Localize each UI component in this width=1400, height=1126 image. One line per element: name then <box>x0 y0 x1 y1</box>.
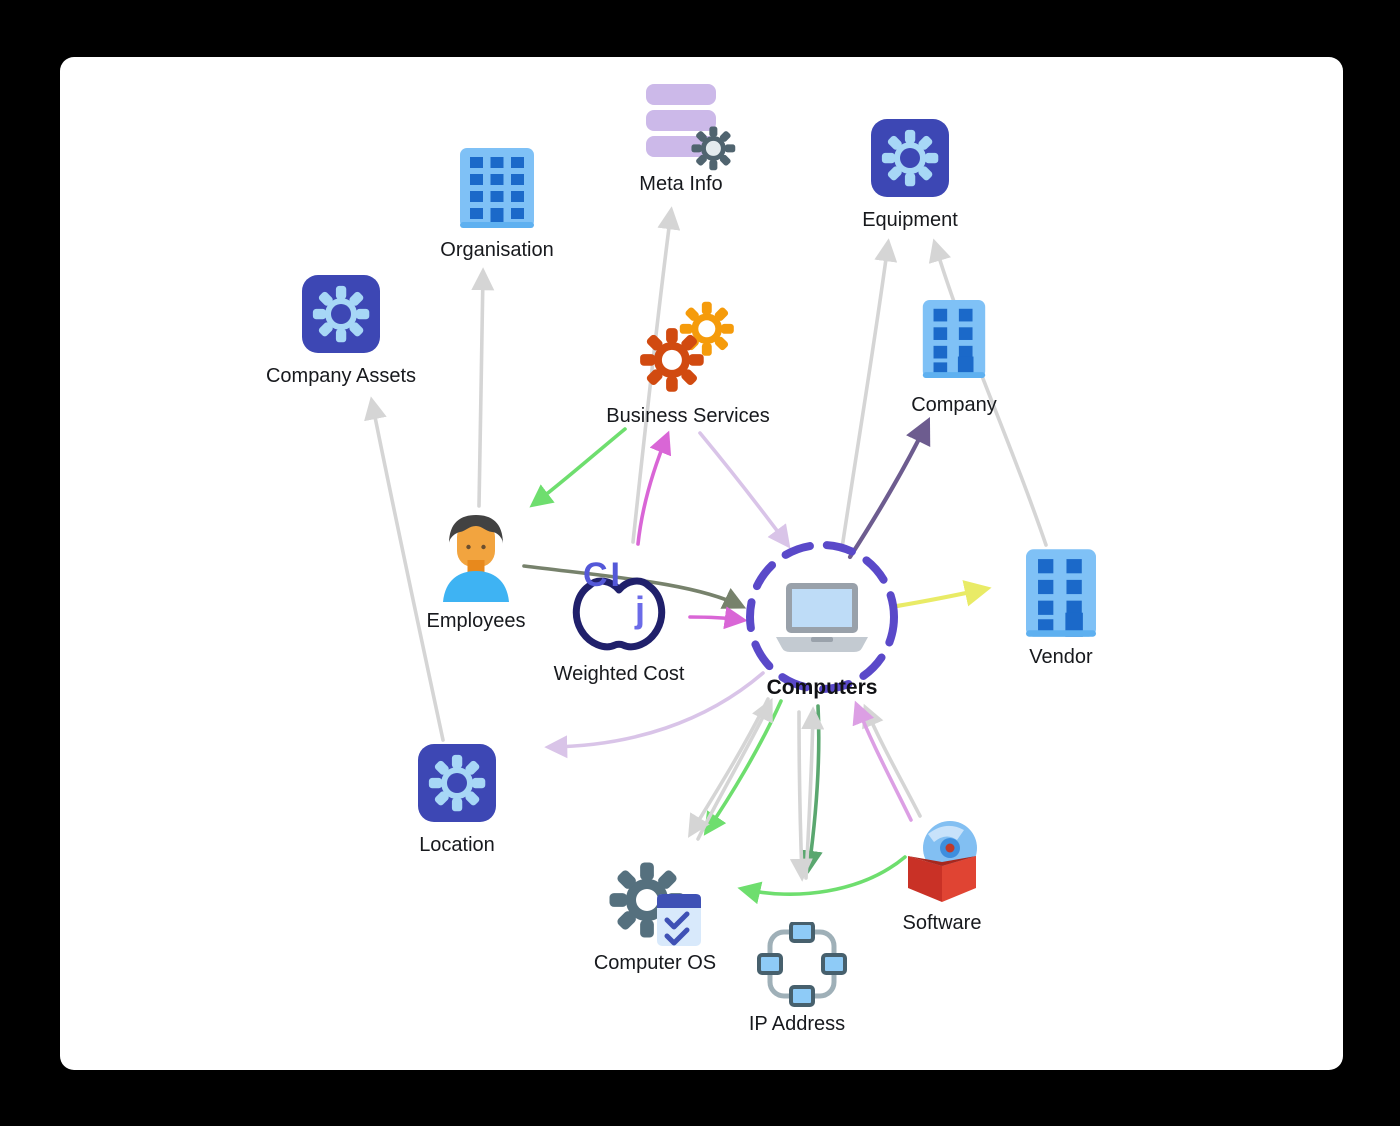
person-icon <box>443 515 509 602</box>
node-label: Employees <box>426 610 526 632</box>
double-gear-icon <box>640 301 734 392</box>
node-label: Meta Info <box>639 173 723 195</box>
gear-tile-icon <box>418 744 496 822</box>
software-box-disc-icon <box>908 821 977 902</box>
node-label: Weighted Cost <box>553 663 685 685</box>
node-weighted-cost[interactable]: CI j Weighted Cost <box>554 548 685 685</box>
node-computer-os[interactable]: Computer OS <box>594 858 716 974</box>
apple-ci-icon: CI j <box>572 556 666 651</box>
building-icon <box>1026 549 1096 637</box>
node-ip-address[interactable]: IP Address <box>749 921 848 1035</box>
building-icon <box>460 148 534 228</box>
node-label: Company <box>911 394 997 416</box>
j-letter: j <box>634 589 645 630</box>
node-label: Vendor <box>1029 646 1093 668</box>
node-organisation[interactable]: Organisation <box>440 148 554 261</box>
building-icon <box>922 300 986 378</box>
node-business-services[interactable]: Business Services <box>606 300 770 427</box>
laptop-icon <box>746 541 898 693</box>
network-nodes-icon <box>757 921 847 1007</box>
node-meta-info[interactable]: Meta Info <box>639 82 737 195</box>
node-company-assets[interactable]: Company Assets <box>266 275 416 387</box>
node-label: Software <box>902 912 982 934</box>
node-label: Computers <box>766 676 878 699</box>
node-label: Computer OS <box>593 952 717 974</box>
node-location[interactable]: Location <box>418 744 496 856</box>
node-label: Business Services <box>606 405 770 427</box>
node-label: Equipment <box>862 209 958 231</box>
node-computers[interactable]: Computers <box>737 532 907 707</box>
node-label: Company Assets <box>265 365 417 387</box>
node-vendor[interactable]: Vendor <box>1026 549 1096 668</box>
gear-tile-icon <box>871 119 949 197</box>
gear-checklist-icon <box>609 862 701 946</box>
ci-letters: CI <box>583 556 623 594</box>
node-equipment[interactable]: Equipment <box>862 119 958 231</box>
node-employees[interactable]: Employees <box>427 510 525 632</box>
node-label: IP Address <box>748 1013 846 1035</box>
database-gear-icon <box>646 84 736 171</box>
graph-surface[interactable] <box>60 57 1343 1070</box>
node-label: Location <box>419 834 495 856</box>
node-label: Organisation <box>440 239 554 261</box>
node-company[interactable]: Company <box>911 300 997 416</box>
gear-tile-icon <box>302 275 380 353</box>
node-software[interactable]: Software <box>900 818 984 934</box>
